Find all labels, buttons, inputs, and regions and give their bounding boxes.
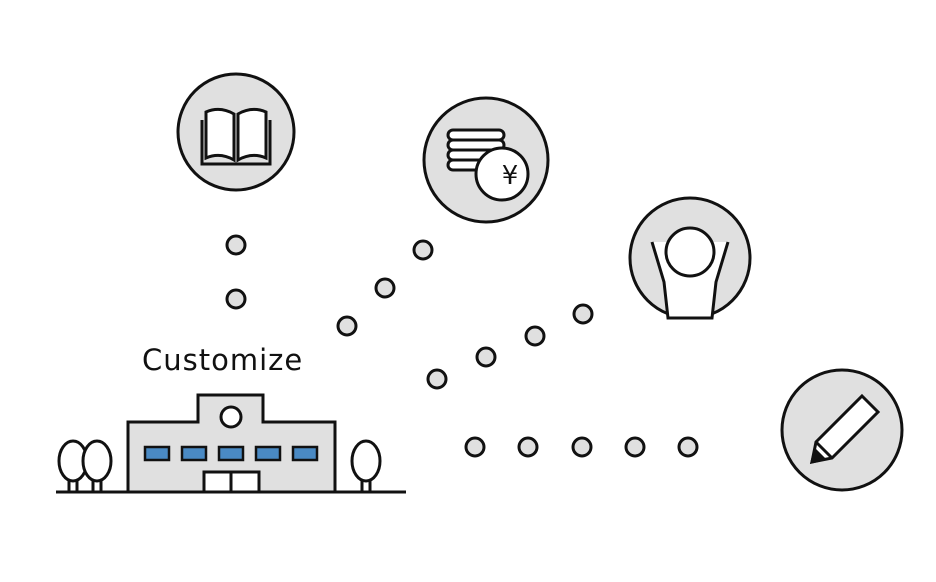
customize-label: Customize <box>142 343 303 377</box>
tree-icon <box>57 439 382 494</box>
dot-path-pencil <box>464 436 699 458</box>
dot-path-money <box>336 239 434 337</box>
book-icon <box>176 72 296 192</box>
yen-symbol: ¥ <box>502 161 519 191</box>
yen-coins-icon <box>422 96 550 224</box>
school-icon <box>56 393 406 494</box>
dot-path-person <box>426 303 594 390</box>
pencil-icon <box>780 368 904 492</box>
dot-path-book <box>225 234 247 310</box>
person-cheering-icon <box>628 196 752 320</box>
